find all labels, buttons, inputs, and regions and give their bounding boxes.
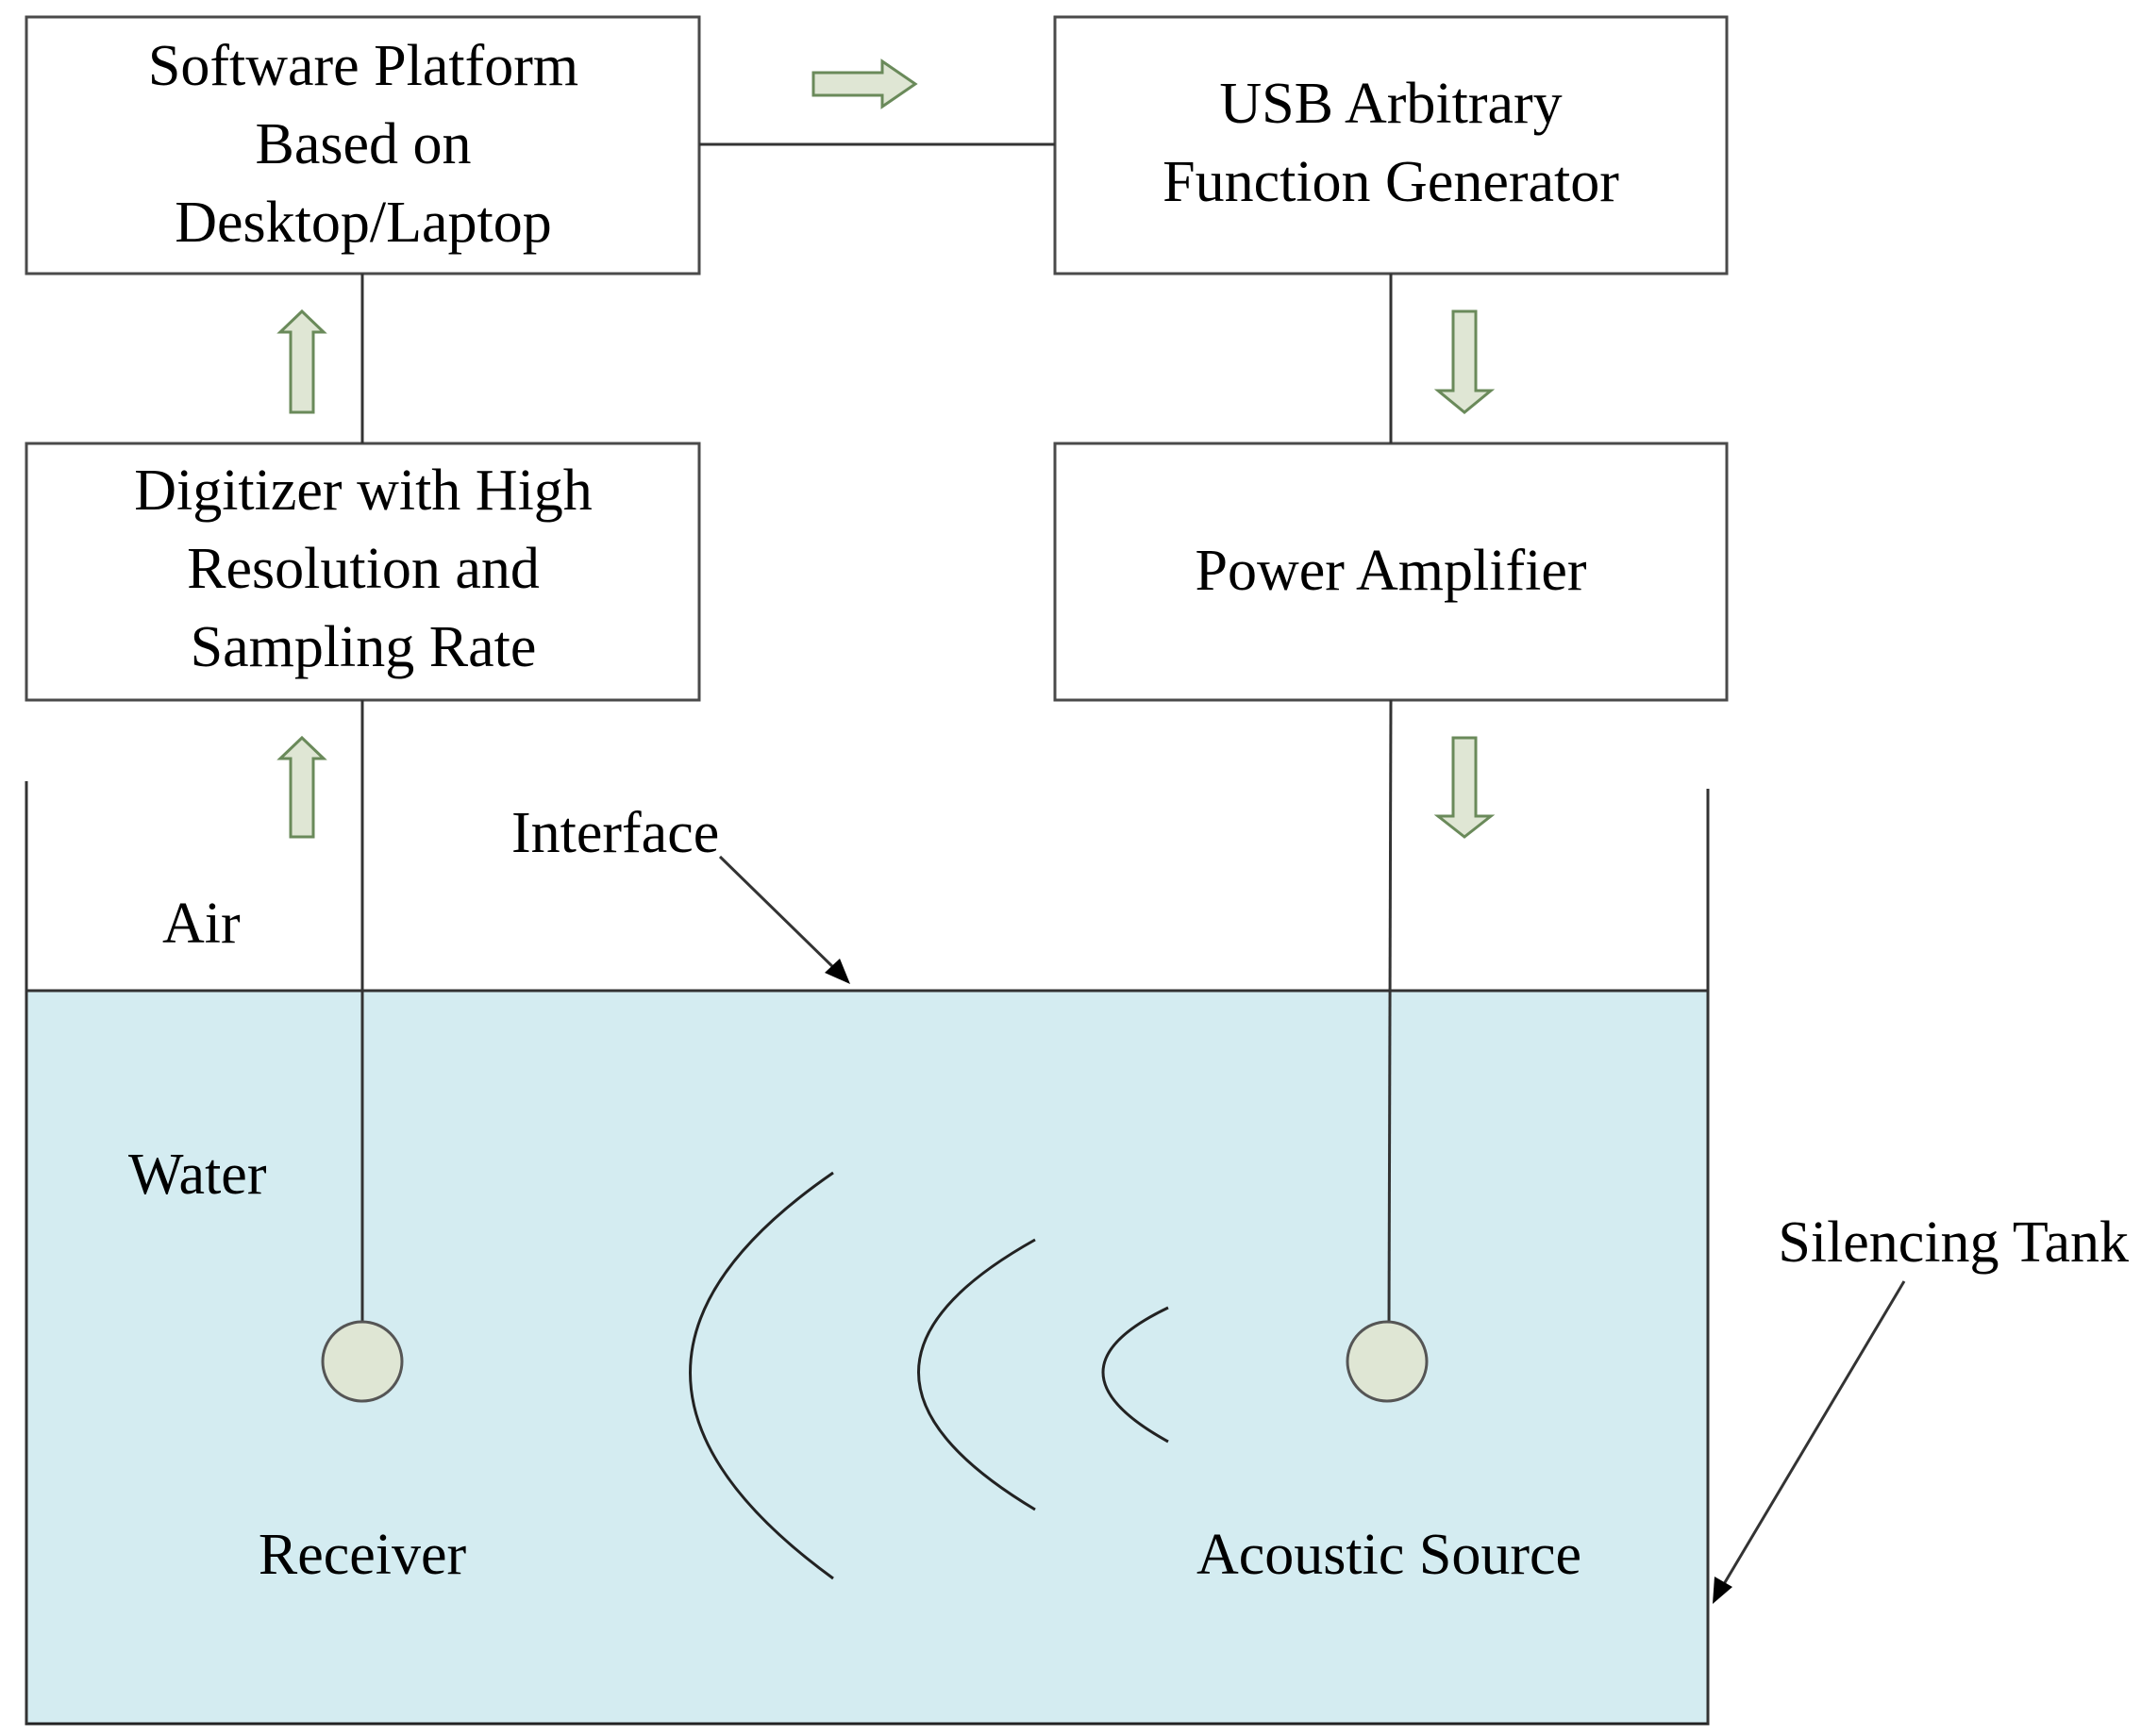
- interface-label: Interface: [511, 801, 719, 865]
- software-platform-line-3: Desktop/Laptop: [175, 191, 552, 255]
- digitizer-box: Digitizer with High Resolution and Sampl…: [25, 442, 701, 702]
- software-platform-line-2: Based on: [255, 112, 471, 176]
- silencing-tank-pointer-arrowhead-icon: [1713, 1577, 1732, 1604]
- receiver-node: [321, 1320, 404, 1403]
- usb-generator-box: USB Arbitrary Function Generator: [1053, 15, 1729, 275]
- software-platform-line-1: Software Platform: [148, 34, 578, 98]
- acoustic-source-label: Acoustic Source: [1196, 1523, 1581, 1587]
- down-flow-arrow-icon-upper: [1433, 309, 1496, 414]
- water-region: [25, 989, 1710, 1726]
- up-flow-arrow-icon-lower: [276, 735, 327, 839]
- software-platform-box: Software Platform Based on Desktop/Lapto…: [25, 15, 701, 275]
- silencing-tank-pointer-line: [1719, 1280, 1906, 1590]
- air-label: Air: [162, 892, 241, 956]
- digitizer-line-1: Digitizer with High: [134, 459, 593, 523]
- digitizer-line-2: Resolution and: [187, 537, 540, 601]
- silencing-tank-label: Silencing Tank: [1778, 1210, 2129, 1275]
- usb-generator-line-2: Function Generator: [1162, 150, 1619, 214]
- right-flow-arrow-icon: [811, 58, 918, 109]
- wavefront-outer: [689, 1171, 834, 1580]
- down-flow-arrow-icon-lower: [1433, 736, 1496, 839]
- wavefront-inner: [1101, 1306, 1169, 1444]
- power-amplifier-line-1: Power Amplifier: [1196, 539, 1587, 603]
- receiver-label: Receiver: [259, 1523, 467, 1587]
- usb-generator-line-1: USB Arbitrary: [1219, 72, 1562, 136]
- interface-pointer-line: [718, 855, 840, 974]
- acoustic-source-node: [1346, 1320, 1429, 1403]
- source-cable: [1387, 699, 1393, 1327]
- interface-pointer-arrowhead-icon: [825, 959, 850, 984]
- digitizer-line-3: Sampling Rate: [191, 615, 537, 679]
- water-label: Water: [128, 1143, 267, 1207]
- up-flow-arrow-icon-upper: [276, 309, 327, 414]
- power-amplifier-box: Power Amplifier: [1053, 442, 1729, 702]
- wavefront-middle: [917, 1238, 1036, 1511]
